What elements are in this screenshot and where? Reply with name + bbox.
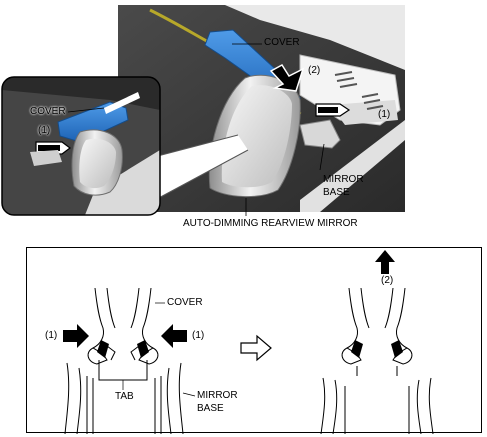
schematic-leaders <box>122 302 196 397</box>
right-clip-tabs <box>351 340 403 358</box>
schematic-mirror-base-label-line2: BASE <box>197 403 224 414</box>
left-push-arrow <box>63 324 89 348</box>
mirror-base-label-line1: MIRROR <box>323 174 364 185</box>
right-push-arrow <box>161 324 187 348</box>
callout-wedge <box>150 135 248 200</box>
schematic-step1-left-label: (1) <box>45 330 58 341</box>
step1-label-inset: (1) <box>38 125 51 136</box>
schematic-mirror-base-label-line1: MIRROR <box>197 390 238 401</box>
cover-label-inset: COVER <box>30 106 66 117</box>
mirror-base-label-line2: BASE <box>323 187 350 198</box>
step1-label-main: (1) <box>378 109 391 120</box>
photo-graphic <box>1 5 405 216</box>
sensor-vents <box>334 71 384 110</box>
inset-frame <box>1 76 161 216</box>
step2-arrow <box>269 64 305 92</box>
schematic-panel: COVER (1) (1) (2) TAB MIRROR BASE <box>26 247 482 434</box>
step2-label-main: (2) <box>308 65 321 76</box>
schematic-step1-right-label: (1) <box>192 330 205 341</box>
left-assembly <box>64 287 184 434</box>
schematic-tab-label: TAB <box>115 391 134 402</box>
leader-lines <box>67 43 325 216</box>
photo-illustration: COVER (2) (1) COVER (1) MIRROR BASE AUTO… <box>1 5 405 229</box>
lift-arrow <box>375 250 395 274</box>
inset-photo <box>2 77 160 215</box>
schematic-graphic <box>63 250 434 434</box>
figure-caption: AUTO-DIMMING REARVIEW MIRROR <box>183 218 358 229</box>
schematic-cover-label: COVER <box>167 297 203 308</box>
schematic-step2-label: (2) <box>381 275 394 286</box>
cover-label-main: COVER <box>264 37 300 48</box>
right-assembly <box>320 287 434 434</box>
left-clip-tabs <box>97 340 149 358</box>
transition-arrow <box>240 334 272 362</box>
